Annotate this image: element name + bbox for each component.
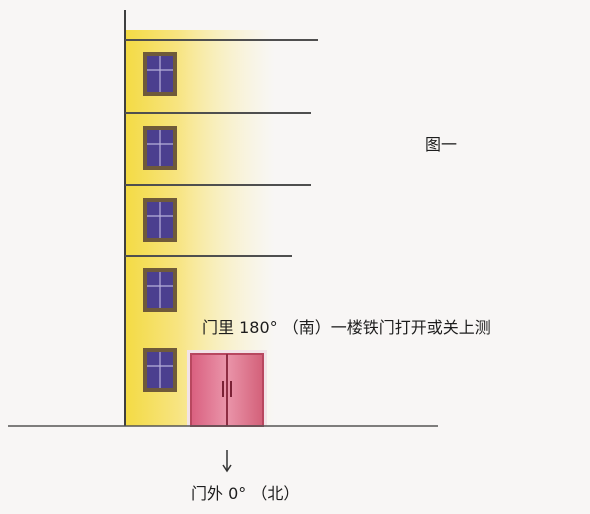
door-outside-annotation: 门外 0° （北） (191, 484, 300, 503)
door-inside-annotation: 门里 180° （南）一楼铁门打开或关上测 (202, 318, 491, 337)
figure-title: 图一 (425, 135, 458, 154)
ground-floor-door (187, 350, 267, 427)
window-2 (143, 126, 177, 170)
floor-lines (125, 39, 318, 257)
window-5 (143, 348, 177, 392)
window-1 (143, 52, 177, 96)
window-3 (143, 198, 177, 242)
window-4 (143, 268, 177, 312)
north-arrow (222, 450, 232, 473)
